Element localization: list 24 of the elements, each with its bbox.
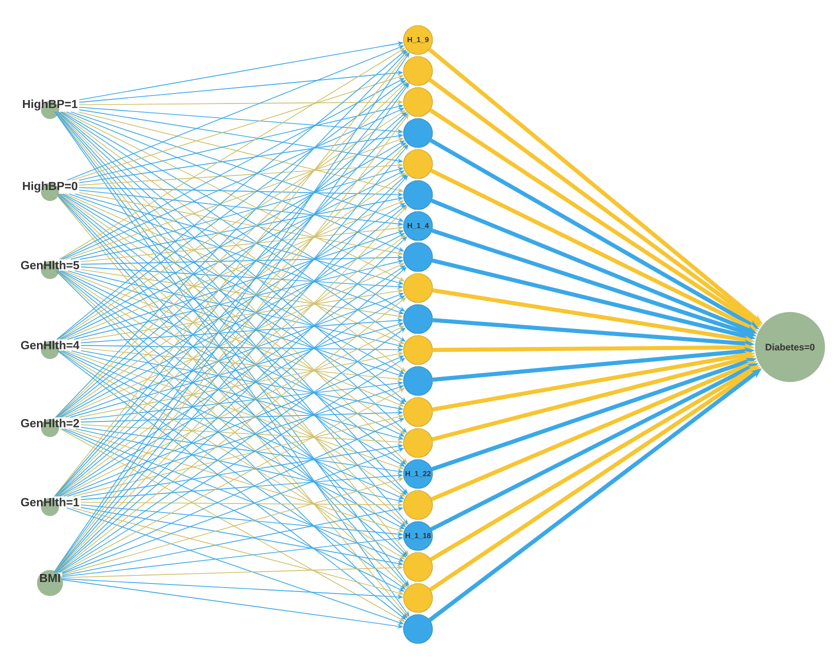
neuron-circle [403,366,433,396]
input-node: BMI [37,570,63,596]
input-node: HighBP=1 [22,100,78,119]
neuron-circle [403,335,433,365]
neuron-circle [403,87,433,117]
neuron-circle [403,149,433,179]
input-node: GenHlth=2 [21,418,79,437]
input-node: GenHlth=1 [21,498,80,516]
neuron-circle [403,56,433,86]
input-node: GenHlth=5 [21,260,80,279]
neuron-circle [403,490,433,520]
neuron-circle [403,304,433,334]
output-node: Diabetes=0 [755,312,825,382]
input-node: GenHlth=4 [21,340,80,359]
neuron-circle [403,118,433,148]
neuron-circle [403,583,433,613]
neuron-circle [403,273,433,303]
input-node: HighBP=0 [22,182,78,201]
neuron-circle [403,397,433,427]
neuron-circle [403,180,433,210]
neuron-circle [403,552,433,582]
neuron-circle [403,242,433,272]
neuron-circle [403,614,433,644]
neuron-circle [403,428,433,458]
